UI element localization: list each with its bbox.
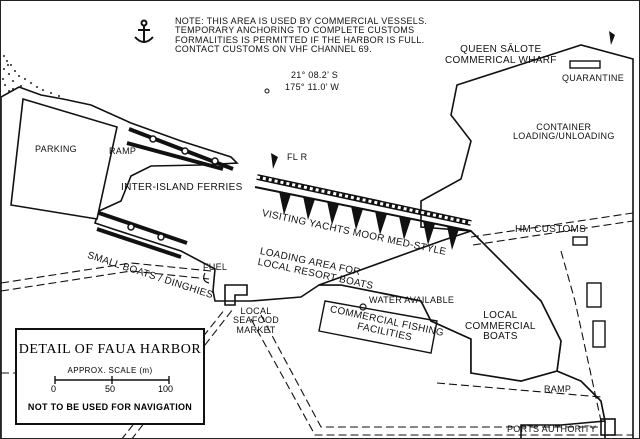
moored-yachts (279, 191, 459, 250)
wharf-label: QUEEN SĀLOTE COMMERICAL WHARF (445, 44, 557, 66)
note-line-3: FORMALITIES IS PERMITTED IF THE HARBOR I… (175, 34, 425, 45)
local-boats-line-1: LOCAL (483, 310, 518, 321)
light-beacon-icon (271, 31, 615, 169)
ramp-top-label: RAMP (109, 146, 137, 156)
scale-title: APPROX. SCALE (m) (67, 366, 153, 375)
local-boats-line-3: BOATS (483, 331, 518, 342)
scale-tick-100: 100 (158, 384, 174, 394)
note-line-2: TEMPORARY ANCHORING TO COMPLETE CUSTOMS (175, 25, 415, 36)
fishing-facilities-box (318, 300, 438, 354)
water-tap-icon (359, 303, 367, 311)
local-boats-label: LOCAL COMMERCIAL BOATS (465, 310, 536, 343)
legend-title: DETAIL OF FAUA HARBOR (18, 342, 202, 357)
seafood-market-label: LOCAL SEAFOOD MARKET (233, 306, 280, 335)
scale-bar (54, 376, 170, 384)
seafood-line-1: LOCAL (240, 306, 272, 316)
quarantine-box (569, 60, 601, 69)
ferry-piers (96, 127, 234, 259)
container-line-2: LOADING/UNLOADING (513, 131, 615, 142)
anchor-icon (134, 19, 154, 43)
harbor-note: NOTE: THIS AREA IS USED BY COMMERCIAL VE… (175, 16, 428, 55)
scale-tick-50: 50 (105, 384, 116, 394)
customs-building (572, 236, 588, 246)
ports-authority-label: PORTS AUTHORITY (507, 424, 597, 434)
ramp-bottom-label: RAMP (544, 384, 572, 394)
map-legend: DETAIL OF FAUA HARBOR APPROX. SCALE (m) … (15, 328, 205, 425)
local-boats-line-2: COMMERCIAL (465, 320, 536, 332)
fuel-label: FUEL (203, 262, 228, 272)
container-line-1: CONTAINER (536, 122, 592, 132)
fuel-pointer (203, 272, 210, 284)
seafood-market-box (224, 284, 248, 306)
fl-r-label: FL R (287, 152, 308, 162)
parking-lot (10, 97, 118, 220)
ferries-label: INTER-ISLAND FERRIES (121, 182, 243, 193)
seafood-line-2: SEAFOOD (233, 315, 280, 326)
quarantine-label: QUARANTINE (562, 73, 625, 83)
scale-tick-0: 0 (51, 384, 57, 394)
anchorage-mark (264, 88, 270, 94)
coord-lat: 21° 08.2’ S (291, 70, 339, 80)
building-2 (592, 320, 606, 348)
seafood-line-3: MARKET (236, 324, 276, 335)
wharf-line-1: QUEEN SĀLOTE (460, 44, 542, 55)
building-1 (586, 282, 602, 308)
navigation-warning: NOT TO BE USED FOR NAVIGATION (27, 402, 193, 412)
parking-label: PARKING (35, 144, 77, 154)
note-line-4: CONTACT CUSTOMS ON VHF CHANNEL 69. (175, 44, 372, 55)
note-line-1: NOTE: THIS AREA IS USED BY COMMERCIAL VE… (175, 16, 428, 26)
container-label: CONTAINER LOADING/UNLOADING (513, 122, 615, 142)
hm-customs-label: HM CUSTOMS (515, 224, 587, 235)
wharf-line-2: COMMERICAL WHARF (445, 54, 557, 66)
coord-lon: 175° 11.0’ W (285, 82, 340, 92)
water-label: WATER AVAILABLE (369, 295, 455, 305)
